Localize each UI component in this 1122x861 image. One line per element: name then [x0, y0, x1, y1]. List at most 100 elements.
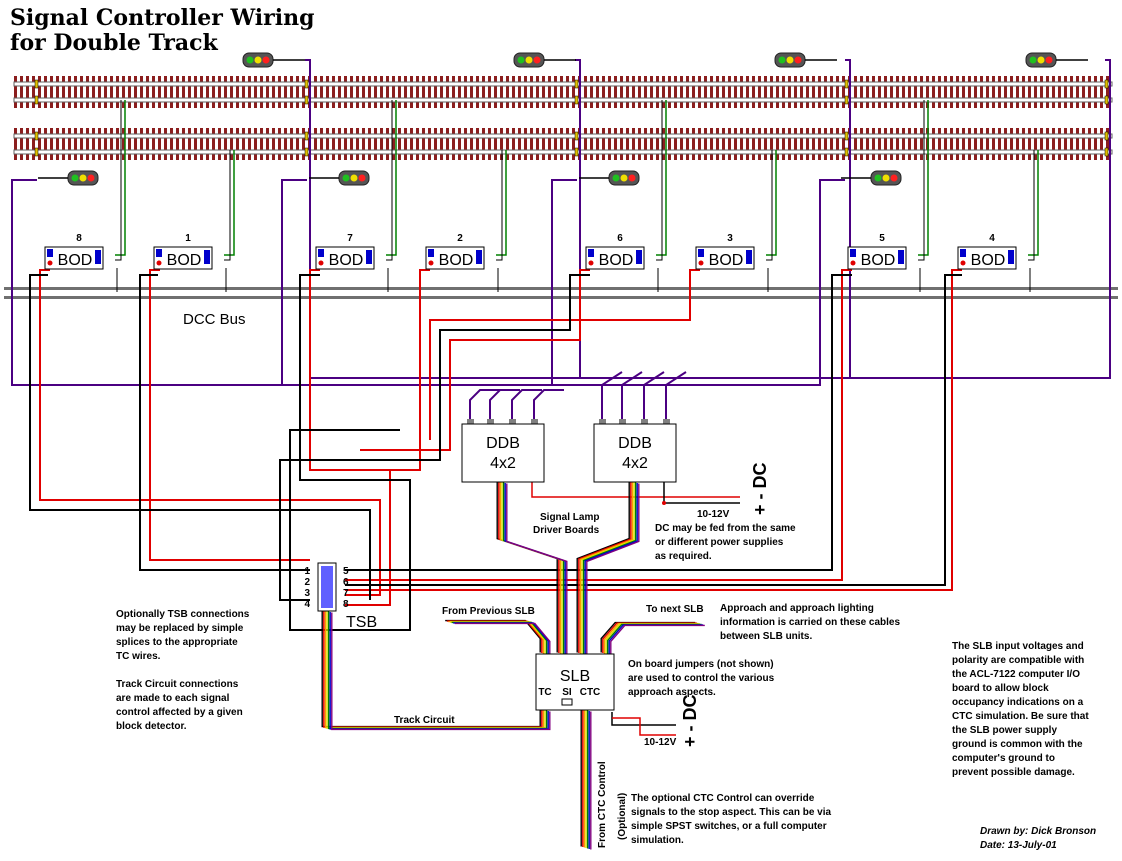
tie [206, 76, 209, 108]
tie [164, 76, 167, 108]
tie [764, 76, 767, 108]
tie [854, 76, 857, 108]
tie [1010, 128, 1013, 160]
tie [332, 128, 335, 160]
tie [488, 76, 491, 108]
tie [812, 128, 815, 160]
detector-wire [766, 150, 777, 256]
tie [512, 128, 515, 160]
tie [398, 76, 401, 108]
ribbon-cable [506, 483, 568, 656]
bod-led [156, 260, 162, 266]
tie [872, 76, 875, 108]
tie [248, 76, 251, 108]
tie [860, 128, 863, 160]
tie [302, 76, 305, 108]
tie [272, 76, 275, 108]
bod-body [44, 246, 104, 270]
tie [1046, 76, 1049, 108]
tie [692, 76, 695, 108]
tie [530, 128, 533, 160]
tie [524, 76, 527, 108]
tie [1052, 128, 1055, 160]
tie [1052, 76, 1055, 108]
tie [782, 128, 785, 160]
tie [410, 76, 413, 108]
bod-connector [698, 249, 704, 257]
detector-wire [115, 100, 126, 256]
tie [428, 76, 431, 108]
tie [140, 128, 143, 160]
ribbon-cable [584, 482, 638, 655]
slb-ctc: CTC [580, 687, 601, 698]
ctc-note-1: The optional CTC Control can override [631, 793, 815, 804]
track-circuit-wire [29, 274, 371, 600]
tie [746, 128, 749, 160]
signal-lamp-label-1: Signal Lamp [540, 512, 599, 523]
bod-connector [636, 250, 642, 264]
tsb-block: 1 2 3 4 5 6 7 8 TSB [304, 562, 377, 631]
tie [1010, 76, 1013, 108]
tie [728, 128, 731, 160]
tie [866, 76, 869, 108]
tie [290, 76, 293, 108]
lamp-green [517, 56, 525, 64]
tie [1064, 76, 1067, 108]
tie [224, 128, 227, 160]
bod-led [698, 260, 704, 266]
tie [356, 128, 359, 160]
ribbon-cable [446, 620, 543, 654]
lamp-yellow [350, 174, 358, 182]
ddb-connector [531, 419, 538, 424]
tie [824, 128, 827, 160]
tie [644, 76, 647, 108]
tie [62, 128, 65, 160]
rail [13, 149, 1113, 155]
bod-label: BOD [861, 252, 896, 269]
tie [80, 128, 83, 160]
bod-led [850, 260, 856, 266]
track-circuit-wire [149, 269, 310, 561]
rail-insulator [574, 131, 579, 141]
tie [782, 76, 785, 108]
tie [392, 128, 395, 160]
tie [20, 76, 23, 108]
ribbon-cable [454, 622, 551, 656]
ddb-input [533, 389, 564, 424]
double-track [13, 76, 1113, 160]
tie [38, 128, 41, 160]
tie [662, 76, 665, 108]
tie [362, 128, 365, 160]
ribbon-cable [608, 624, 704, 655]
tie [908, 128, 911, 160]
detector-wire [656, 100, 667, 256]
bod-led [960, 260, 966, 266]
track-circuit-wire [279, 274, 590, 601]
detector-wire [115, 100, 122, 261]
tie [806, 76, 809, 108]
tie [836, 76, 839, 108]
tie [56, 128, 59, 160]
dc-wire [531, 482, 740, 498]
tie [920, 76, 923, 108]
tie [464, 128, 467, 160]
tie [752, 76, 755, 108]
tie [914, 128, 917, 160]
tie [254, 128, 257, 160]
tie [914, 76, 917, 108]
tie [26, 76, 29, 108]
tie [944, 128, 947, 160]
from-previous-slb: From Previous SLB [442, 606, 535, 617]
bod-number: 8 [76, 233, 82, 244]
signal-wire [600, 59, 1111, 379]
tie [290, 128, 293, 160]
tie [170, 128, 173, 160]
ddb-board-2: DDB 4x2 [593, 423, 677, 483]
tie [128, 76, 131, 108]
ddb-input [601, 371, 623, 424]
ribbon-cable [582, 482, 637, 655]
tie [632, 76, 635, 108]
